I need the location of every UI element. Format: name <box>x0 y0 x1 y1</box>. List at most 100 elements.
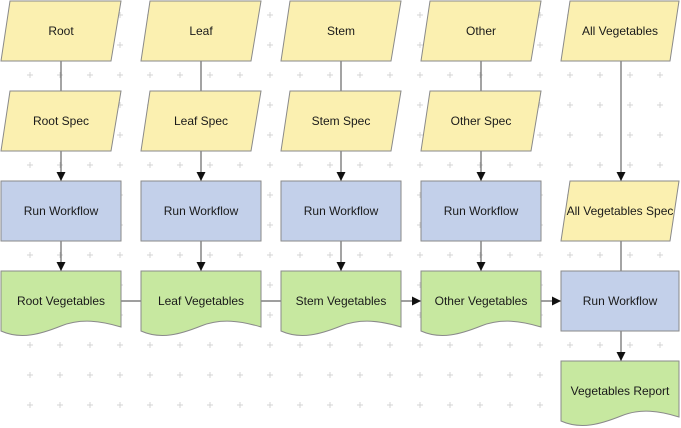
grid-mark <box>147 402 153 408</box>
grid-mark <box>507 162 513 168</box>
grid-mark <box>57 342 63 348</box>
grid-mark <box>327 402 333 408</box>
grid-mark <box>357 162 363 168</box>
grid-mark <box>117 132 123 138</box>
grid-mark <box>177 342 183 348</box>
grid-mark <box>627 102 633 108</box>
grid-mark <box>87 162 93 168</box>
grid-mark <box>357 342 363 348</box>
grid-mark <box>327 252 333 258</box>
grid-mark <box>117 372 123 378</box>
grid-mark <box>177 72 183 78</box>
grid-mark <box>507 372 513 378</box>
grid-mark <box>597 72 603 78</box>
grid-mark <box>417 252 423 258</box>
grid-mark <box>237 342 243 348</box>
grid-mark <box>117 162 123 168</box>
stem-spec-shape[interactable] <box>280 90 402 152</box>
grid-mark <box>297 342 303 348</box>
final-run-workflow-shape[interactable] <box>560 270 680 332</box>
grid-mark <box>147 372 153 378</box>
other-run-workflow-shape[interactable] <box>420 180 542 242</box>
grid-mark <box>537 42 543 48</box>
grid-mark <box>87 372 93 378</box>
grid-mark <box>57 72 63 78</box>
grid-mark <box>87 72 93 78</box>
grid-mark <box>27 162 33 168</box>
grid-mark <box>267 342 273 348</box>
grid-mark <box>267 132 273 138</box>
all-vegetables-spec-shape[interactable] <box>560 180 680 242</box>
root-input-shape[interactable] <box>0 0 122 62</box>
grid-mark <box>417 42 423 48</box>
grid-mark <box>537 72 543 78</box>
grid-mark <box>267 192 273 198</box>
leaf-run-workflow-shape[interactable] <box>140 180 262 242</box>
root-vegetables-shape[interactable] <box>0 270 122 336</box>
grid-mark <box>447 252 453 258</box>
grid-mark <box>237 252 243 258</box>
grid-mark <box>597 102 603 108</box>
grid-mark <box>387 372 393 378</box>
grid-mark <box>267 12 273 18</box>
grid-mark <box>387 162 393 168</box>
grid-mark <box>417 402 423 408</box>
leaf-input-shape[interactable] <box>140 0 262 62</box>
stem-run-workflow-shape[interactable] <box>280 180 402 242</box>
grid-mark <box>627 252 633 258</box>
grid-mark <box>57 372 63 378</box>
grid-mark <box>417 12 423 18</box>
leaf-vegetables-shape[interactable] <box>140 270 262 336</box>
grid-mark <box>657 102 663 108</box>
grid-mark <box>387 72 393 78</box>
grid-mark <box>507 402 513 408</box>
other-vegetables-shape[interactable] <box>420 270 542 336</box>
grid-mark <box>567 342 573 348</box>
other-input-shape[interactable] <box>420 0 542 62</box>
stem-input-shape[interactable] <box>280 0 402 62</box>
grid-mark <box>267 72 273 78</box>
grid-mark <box>417 372 423 378</box>
root-spec-shape[interactable] <box>0 90 122 152</box>
grid-mark <box>537 162 543 168</box>
grid-mark <box>207 342 213 348</box>
grid-mark <box>267 162 273 168</box>
grid-mark <box>147 72 153 78</box>
grid-mark <box>177 402 183 408</box>
grid-mark <box>207 72 213 78</box>
vegetables-report-shape[interactable] <box>560 360 680 426</box>
grid-mark <box>507 342 513 348</box>
grid-mark <box>567 102 573 108</box>
grid-mark <box>237 72 243 78</box>
grid-mark <box>657 342 663 348</box>
root-run-workflow-shape[interactable] <box>0 180 122 242</box>
grid-mark <box>267 402 273 408</box>
grid-mark <box>57 402 63 408</box>
grid-mark <box>87 252 93 258</box>
grid-mark <box>417 102 423 108</box>
grid-mark <box>447 342 453 348</box>
grid-mark <box>597 162 603 168</box>
grid-mark <box>537 342 543 348</box>
grid-mark <box>267 222 273 228</box>
grid-mark <box>657 162 663 168</box>
grid-mark <box>237 402 243 408</box>
grid-mark <box>447 72 453 78</box>
stem-vegetables-shape[interactable] <box>280 270 402 336</box>
grid-mark <box>297 72 303 78</box>
grid-mark <box>327 342 333 348</box>
grid-mark <box>297 402 303 408</box>
all-vegetables-input-shape[interactable] <box>560 0 680 62</box>
grid-mark <box>657 72 663 78</box>
grid-mark <box>507 252 513 258</box>
grid-mark <box>117 42 123 48</box>
grid-mark <box>387 342 393 348</box>
grid-mark <box>537 252 543 258</box>
leaf-spec-shape[interactable] <box>140 90 262 152</box>
grid-mark <box>477 372 483 378</box>
grid-mark <box>57 162 63 168</box>
other-spec-shape[interactable] <box>420 90 542 152</box>
grid-mark <box>267 252 273 258</box>
